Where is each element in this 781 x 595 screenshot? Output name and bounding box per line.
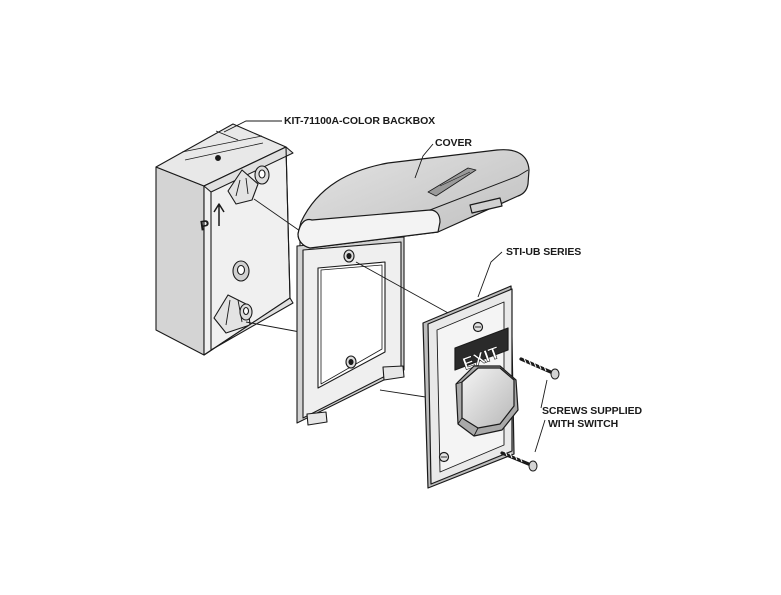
leader-screws — [540, 379, 548, 409]
leader-cover — [414, 143, 434, 179]
switch-knob — [455, 365, 519, 437]
leader-backbox — [223, 120, 282, 133]
leader-screws-2 — [534, 419, 546, 453]
callout-screws-line1: SCREWS SUPPLIED — [542, 405, 643, 417]
screw-upper-head — [550, 368, 560, 380]
exit-label-panel — [454, 327, 509, 371]
cover-latch — [469, 197, 503, 214]
callout-cover: COVER — [435, 137, 472, 149]
backbox-marking: P — [199, 216, 210, 233]
callout-backbox: KIT-71100A-COLOR BACKBOX — [284, 115, 436, 127]
switch-knob-top — [461, 367, 515, 429]
callout-series: STI-UB SERIES — [506, 246, 582, 258]
callout-screws-line2: WITH SWITCH — [548, 418, 619, 430]
plate-clip-right — [382, 365, 405, 381]
callout-leaders — [223, 120, 548, 453]
backbox — [155, 123, 294, 356]
backbox-top-hole — [215, 155, 221, 161]
backbox-upper-ear — [227, 169, 259, 205]
screw-lower-head — [528, 460, 538, 472]
plate-clip-left — [306, 411, 328, 426]
leader-series — [477, 251, 503, 298]
cover — [297, 149, 530, 249]
backbox-arrow-mark — [213, 203, 225, 226]
plate-projection-lines — [355, 261, 451, 399]
backbox-projection-lines — [245, 198, 301, 333]
mounting-plate — [296, 236, 405, 426]
screw-upper — [519, 357, 560, 380]
screw-lower — [500, 450, 538, 472]
cover-front-lip — [297, 209, 441, 249]
backbox-front-rim — [203, 146, 294, 193]
backbox-side-face — [155, 166, 205, 356]
